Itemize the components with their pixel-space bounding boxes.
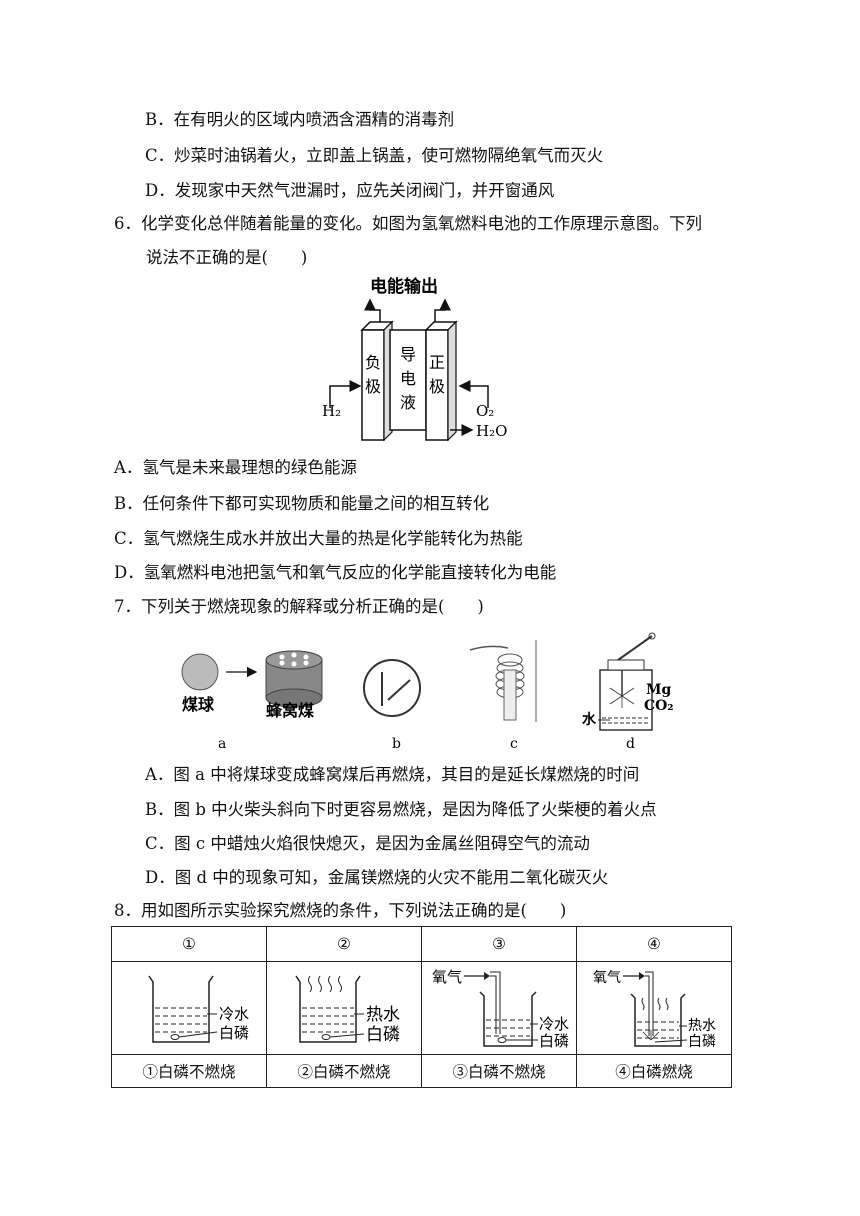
svg-text:热水: 热水 [688, 1018, 716, 1034]
svg-text:氧气: 氧气 [593, 970, 621, 986]
table-header-4: ④ [576, 926, 732, 962]
h2o-label: H₂O [476, 422, 507, 440]
q6-stem-line2: 说法不正确的是( ) [146, 248, 308, 267]
co2-label: CO₂ [644, 698, 673, 714]
water-label: 水 [582, 711, 597, 728]
svg-text:冷水: 冷水 [219, 1005, 249, 1023]
fig-d-label: d [626, 736, 635, 752]
table-header-3: ③ [421, 926, 577, 962]
q7-stem: 7．下列关于燃烧现象的解释或分析正确的是( ) [114, 597, 484, 616]
honeycomb-coal-label: 蜂窝煤 [266, 701, 314, 720]
q5-option-d: D．发现家中天然气泄漏时，应先关闭阀门，并开窗通风 [145, 181, 555, 200]
q7-option-c: C．图 c 中蜡烛火焰很快熄灭，是因为金属丝阻碍空气的流动 [145, 834, 590, 853]
o2-label: O₂ [476, 402, 494, 420]
fig-a-label: a [218, 736, 226, 752]
svg-text:热水: 热水 [366, 1005, 400, 1025]
electrolyte-label-3: 液 [400, 393, 416, 412]
beaker-cell-1: 冷水 白磷 [111, 961, 267, 1055]
q5-option-c: C．炒菜时油锅着火，立即盖上锅盖，使可燃物隔绝氧气而灭火 [145, 146, 604, 165]
beaker-cell-2: 热水 白磷 [266, 961, 422, 1055]
result-2: ②白磷不燃烧 [266, 1054, 422, 1088]
q6-option-d: D．氢氧燃料电池把氢气和氧气反应的化学能直接转化为电能 [114, 563, 557, 582]
beaker-cold-water-diagram: 冷水 白磷 [148, 975, 249, 1043]
result-4: ④白磷燃烧 [576, 1054, 732, 1088]
negative-electrode-label-2: 极 [365, 377, 381, 396]
svg-text:白磷: 白磷 [539, 1032, 569, 1050]
q7-option-a: A．图 a 中将煤球变成蜂窝煤后再燃烧，其目的是延长煤燃烧的时间 [145, 765, 640, 784]
result-3: ③白磷不燃烧 [421, 1054, 577, 1088]
beaker-oxygen-cold-water-diagram: 氧气 冷水 白磷 [432, 968, 569, 1050]
svg-text:白磷: 白磷 [366, 1025, 400, 1045]
positive-electrode-label-1: 正 [429, 353, 445, 372]
svg-text:冷水: 冷水 [539, 1015, 569, 1033]
q6-option-a: A．氢气是未来最理想的绿色能源 [114, 458, 357, 477]
h2-label: H₂ [322, 402, 341, 420]
q6-option-b: B．任何条件下都可实现物质和能量之间的相互转化 [114, 494, 490, 513]
beaker-oxygen-hot-water-diagram: 氧气 热水 白磷 [593, 970, 716, 1050]
mg-label: Mg [646, 682, 671, 698]
positive-electrode-label-2: 极 [429, 377, 445, 396]
table-header-1: ① [111, 926, 267, 962]
svg-text:氧气: 氧气 [432, 968, 462, 986]
result-1: ①白磷不燃烧 [111, 1054, 267, 1088]
svg-text:白磷: 白磷 [688, 1034, 716, 1050]
electrolyte-label-2: 电 [400, 369, 416, 388]
q6-option-c: C．氢气燃烧生成水并放出大量的热是化学能转化为热能 [114, 529, 523, 548]
negative-electrode-label-1: 负 [365, 353, 381, 372]
output-label: 电能输出 [370, 276, 438, 297]
fuel-cell-diagram: 电能输出 负 极 导 电 液 正 极 H₂ O₂ H₂O [322, 276, 507, 442]
coal-ball-label: 煤球 [182, 695, 215, 714]
q6-stem-line1: 6．化学变化总伴随着能量的变化。如图为氢氧燃料电池的工作原理示意图。下列 [114, 214, 702, 233]
svg-text:白磷: 白磷 [219, 1024, 249, 1042]
beaker-cell-4: 氧气 热水 白磷 [576, 961, 732, 1055]
q5-option-b: B．在有明火的区域内喷洒含酒精的消毒剂 [145, 110, 455, 129]
electrolyte-label-1: 导 [400, 345, 416, 364]
fig-b-label: b [392, 736, 401, 752]
q7-option-b: B．图 b 中火柴头斜向下时更容易燃烧，是因为降低了火柴梗的着火点 [145, 800, 657, 819]
table-header-2: ② [266, 926, 422, 962]
combustion-figures: 煤球 蜂窝煤 a b c Mg CO₂ 水 d [181, 632, 673, 752]
fig-c-label: c [510, 736, 518, 752]
q8-stem: 8．用如图所示实验探究燃烧的条件，下列说法正确的是( ) [114, 901, 567, 920]
q7-option-d: D．图 d 中的现象可知，金属镁燃烧的火灾不能用二氧化碳灭火 [145, 868, 609, 887]
beaker-hot-water-diagram: 热水 白磷 [295, 975, 400, 1045]
beaker-cell-3: 氧气 冷水 白磷 [421, 961, 577, 1055]
experiment-table: ① ② ③ ④ 冷水 白磷 [111, 926, 732, 1088]
